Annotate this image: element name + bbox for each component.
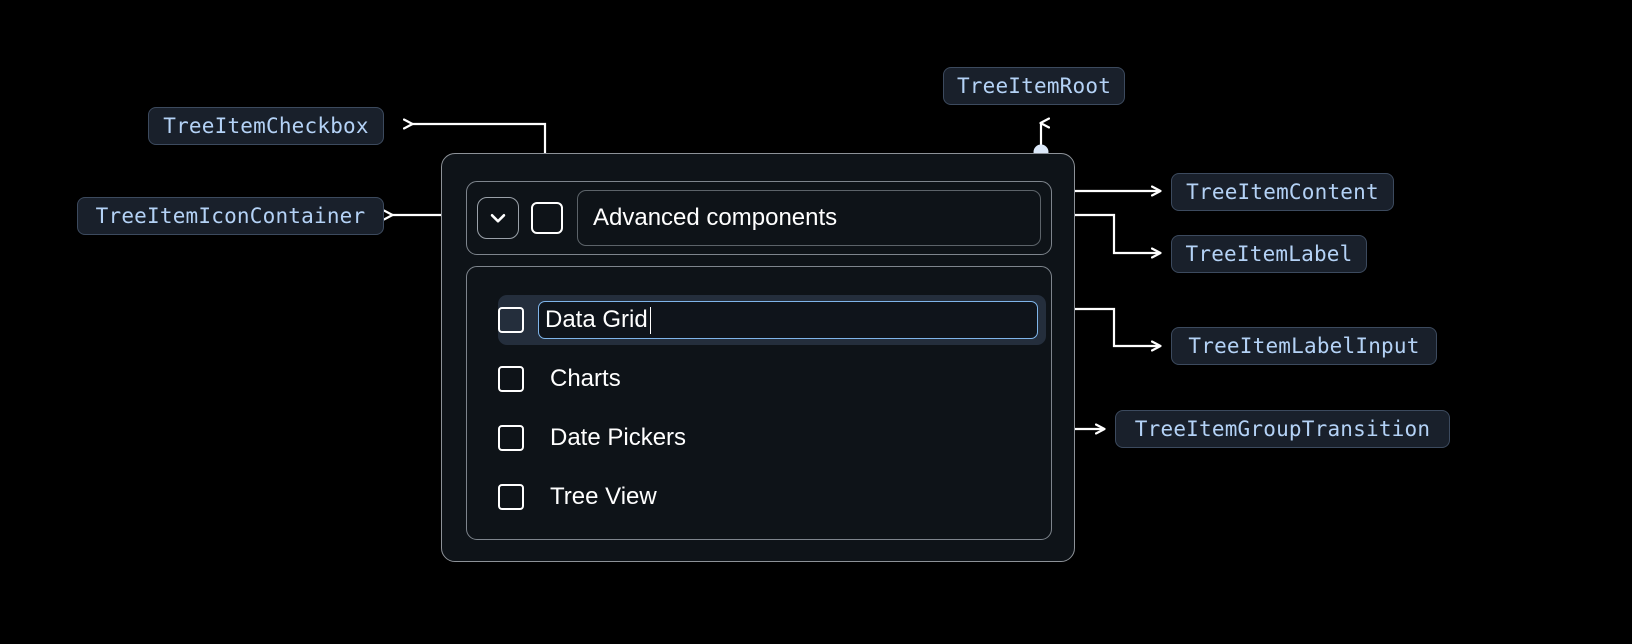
annotation-tree-item-root[interactable]: TreeItemRoot [943, 67, 1125, 105]
text-caret [649, 306, 652, 334]
tree-item-content[interactable]: Advanced components [466, 181, 1052, 255]
chevron-down-icon [490, 213, 506, 223]
tree-item-checkbox[interactable] [531, 202, 563, 234]
annotation-tree-item-label-input[interactable]: TreeItemLabelInput [1171, 327, 1437, 365]
tree-item-row[interactable]: Data Grid [498, 295, 1046, 345]
tree-item-row[interactable]: Charts [498, 354, 621, 404]
tree-item-label-input[interactable]: Data Grid [538, 301, 1038, 339]
tree-item-icon-container[interactable] [477, 197, 519, 239]
annotation-tree-item-icon-container[interactable]: TreeItemIconContainer [77, 197, 384, 235]
annotation-label: TreeItemGroupTransition [1134, 417, 1431, 441]
annotation-label: TreeItemLabel [1185, 242, 1353, 266]
tree-item-root: Advanced components Data Grid Charts Dat… [441, 153, 1075, 562]
tree-item-label[interactable]: Advanced components [577, 190, 1041, 246]
tree-item-group-transition: Data Grid Charts Date Pickers Tree View [466, 266, 1052, 540]
annotation-tree-item-checkbox[interactable]: TreeItemCheckbox [148, 107, 384, 145]
annotation-label: TreeItemIconContainer [95, 204, 366, 228]
annotation-label: TreeItemRoot [956, 74, 1112, 98]
annotation-label: TreeItemContent [1186, 180, 1379, 204]
annotation-tree-item-label[interactable]: TreeItemLabel [1171, 235, 1367, 273]
annotation-tree-item-group-transition[interactable]: TreeItemGroupTransition [1115, 410, 1450, 448]
tree-item-label[interactable]: Tree View [550, 483, 657, 510]
tree-item-row[interactable]: Date Pickers [498, 413, 686, 463]
annotation-label: TreeItemCheckbox [163, 114, 369, 138]
tree-item-checkbox[interactable] [498, 484, 524, 510]
tree-item-checkbox[interactable] [498, 366, 524, 392]
tree-item-label-text: Advanced components [593, 204, 838, 231]
tree-item-label[interactable]: Charts [550, 365, 621, 392]
annotation-label: TreeItemLabelInput [1188, 334, 1420, 358]
tree-item-checkbox[interactable] [498, 307, 524, 333]
tree-item-row[interactable]: Tree View [498, 472, 657, 522]
tree-item-label-input-value: Data Grid [545, 306, 648, 333]
tree-item-checkbox[interactable] [498, 425, 524, 451]
annotation-tree-item-content[interactable]: TreeItemContent [1171, 173, 1394, 211]
tree-item-label[interactable]: Date Pickers [550, 424, 687, 451]
